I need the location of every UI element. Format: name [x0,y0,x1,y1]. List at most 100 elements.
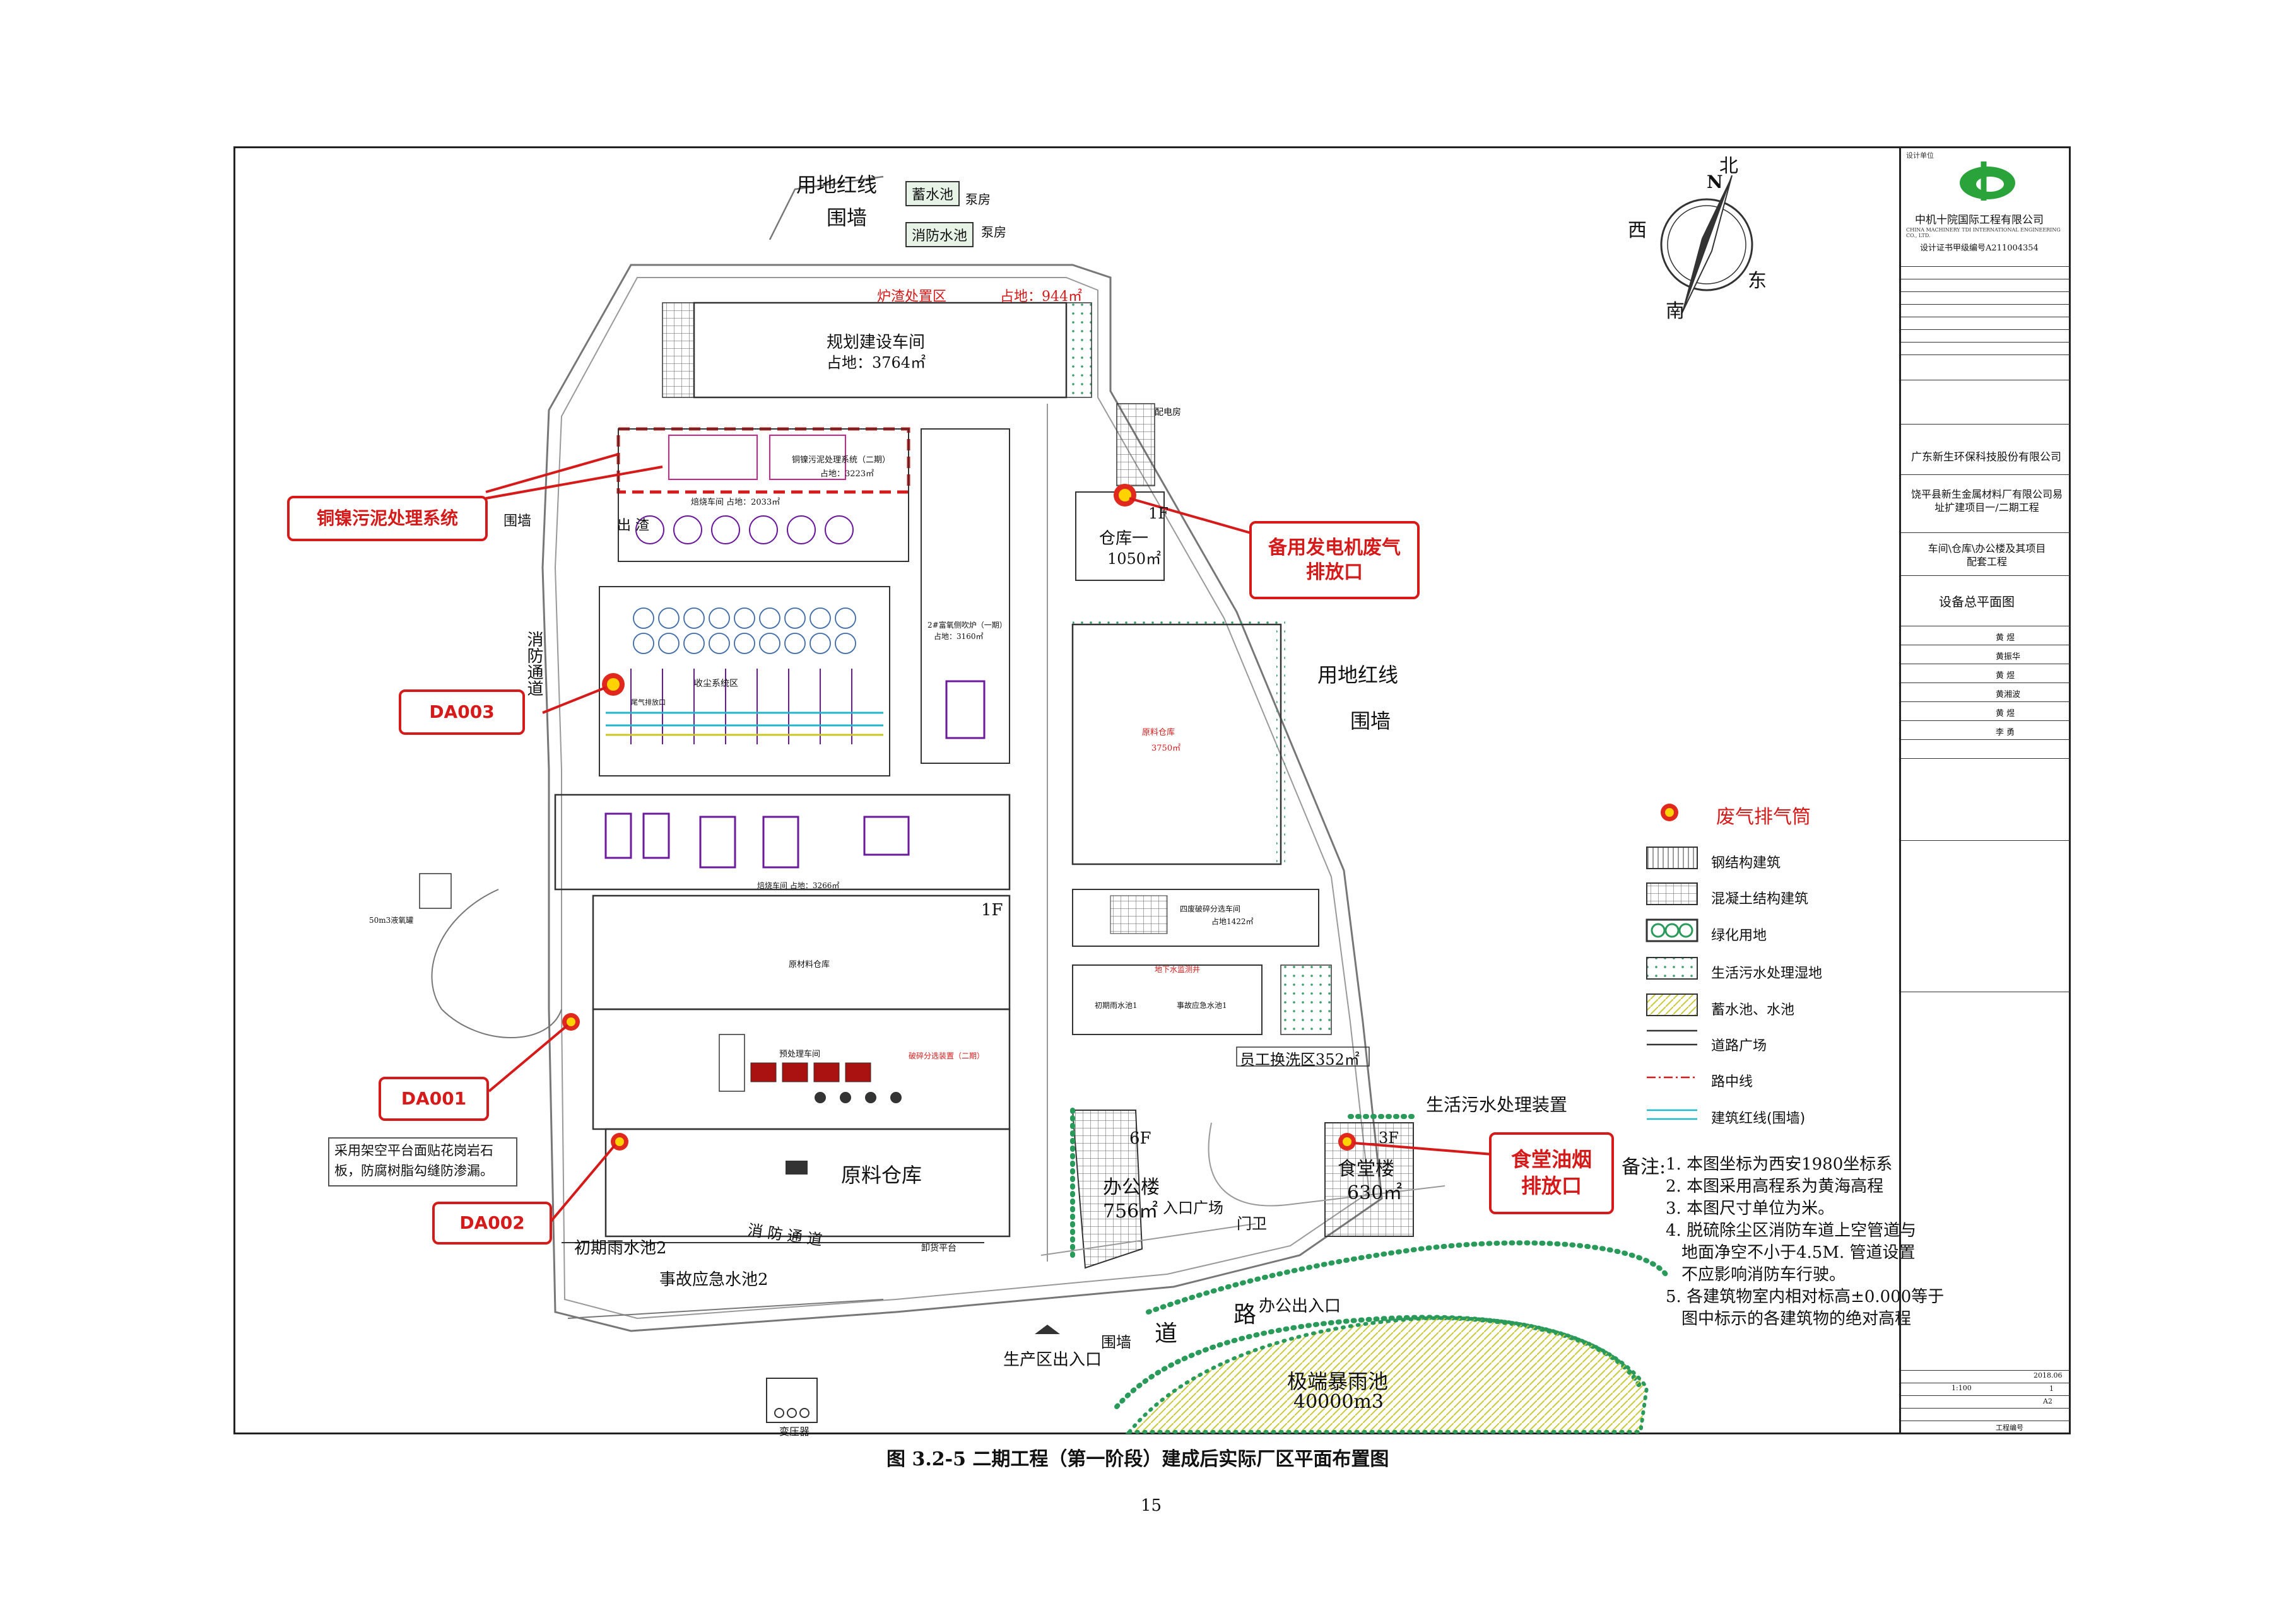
note-2: 2. 本图采用高程系为黄海高程 [1666,1177,1884,1196]
legend-steel: 钢结构建筑 [1711,855,1781,871]
compass-south: 南 [1666,300,1685,322]
sewage-device-label: 生活污水处理装置 [1426,1094,1568,1115]
recovery-area-label: 收尘系统区 [694,679,738,689]
wall-bottom-label: 围墙 [1101,1333,1131,1351]
legend-swatches [1645,804,1698,1120]
office-size: 756㎡ [1103,1200,1158,1222]
accident-pool2-label: 事故应急水池2 [659,1270,768,1289]
crush-shop-size: 占地1422㎡ [1211,917,1254,926]
callout-da003: DA003 [399,689,525,735]
design-unit-label: 设计单位 [1906,151,1934,160]
rain-pool1-label: 初期雨水池1 [1095,1001,1138,1010]
right-wall-label: 围墙 [1350,709,1391,733]
right-land-line-label: 用地红线 [1317,663,1399,687]
storm-pool-label: 极端暴雨池 [1287,1369,1389,1393]
sign-3: 黄 煜 [1996,671,2015,681]
outlet-label: 尾气排放口 [631,698,666,706]
callout-da002: DA002 [432,1202,552,1245]
raw-warehouse-right-label: 原料仓库 [1142,728,1175,737]
legend-road: 道路广场 [1711,1038,1767,1054]
cu-system-size: 占地：3223㎡ [820,469,874,479]
note-1: 1. 本图坐标为西安1980坐标系 [1666,1155,1893,1174]
sheet-size-value: A2 [2043,1397,2052,1405]
note-4b: 地面净空不小于4.5M. 管道设置 [1681,1243,1916,1262]
crush-shop-label: 四废破碎分选车间 [1180,905,1241,913]
callout-da001: DA001 [379,1077,489,1121]
staff-wash-label: 员工换洗区352㎡ [1240,1051,1360,1069]
drawing-name: 设备总平面图 [1939,594,2015,609]
unload-label: 卸货平台 [921,1243,957,1253]
stack-markers [562,484,1356,1151]
sign-1: 黄 煜 [1996,633,2015,643]
road-label: 道 [1155,1321,1178,1347]
out-slag-label: 出 渣 [617,518,649,534]
office-exit-label: 办公出入口 [1259,1297,1341,1316]
callout-canteen-smoke: 食堂油烟排放口 [1489,1132,1614,1214]
client-name: 广东新生环保科技股份有限公司 [1911,451,2061,464]
site-boundary [541,264,1383,1332]
legend-stack: 废气排气筒 [1716,806,1811,828]
distribution-label: 配电房 [1155,407,1181,418]
transformer-label: 变压器 [779,1426,810,1438]
slag-area-size: 占地：944㎡ [1000,289,1082,305]
title-block: 设计单位 中机十院国际工程有限公司 CHINA MACHINERY TDI IN… [1899,146,2071,1434]
storm-pool-size: 40000m3 [1293,1391,1384,1413]
raw-warehouse-right-size: 3750㎡ [1151,744,1181,753]
fire-road-left-label: 消防通道 [524,631,543,696]
subproject-name: 车间\仓库\办公楼及其项目配套工程 [1928,542,2046,568]
office-floor: 6F [1129,1129,1151,1148]
fire-pool-label: 消防水池 [905,222,974,247]
slag-area-label: 炉渣处置区 [877,289,947,305]
date-value: 2018.06 [2034,1371,2063,1380]
top-land-line-label: 用地红线 [796,173,878,197]
guard-label: 门卫 [1237,1215,1267,1233]
sign-2: 黄振华 [1996,652,2021,662]
office-label: 办公楼 [1103,1176,1160,1198]
compass-east: 东 [1748,270,1767,292]
crush-line-label: 破碎分选装置（二期） [909,1052,985,1060]
rain-pool2-label: 初期雨水池2 [574,1239,667,1258]
compass-west: 西 [1628,220,1647,242]
note-4a: 4. 脱硫除尘区消防车道上空管道与 [1666,1221,1917,1240]
compass-north: 北 [1719,155,1738,177]
project-name: 饶平县新生金属材料厂有限公司易址扩建项目一/二期工程 [1911,488,2063,513]
storage-pool-label: 蓄水池 [905,181,960,206]
warehouse1-size: 1050㎡ [1107,550,1162,568]
legend-green: 绿化用地 [1711,928,1767,944]
legend-concrete: 混凝土结构建筑 [1711,891,1809,907]
planned-workshop-label: 规划建设车间 [827,333,926,352]
canteen-label: 食堂楼 [1338,1158,1394,1180]
raw-warehouse-floor: 1F [981,901,1003,920]
production-exit-label: 生产区出入口 [1003,1351,1102,1369]
entrance-plaza-label: 入口广场 [1163,1199,1223,1217]
burn-shop-label: 焙烧车间 占地：2033㎡ [691,498,780,507]
planned-workshop-shape [693,302,1068,399]
sign-4: 黄湘波 [1996,690,2021,700]
legend-centerline: 路中线 [1711,1074,1753,1090]
planned-workshop-size: 占地：3764㎡ [827,354,926,372]
note-3: 3. 本图尺寸单位为米。 [1666,1199,1835,1218]
furnace-size: 占地：3160㎡ [934,632,984,641]
warehouse1-label: 仓库一 [1099,529,1149,548]
notes-title: 备注: [1622,1156,1666,1178]
callout-leaders [485,453,1493,1225]
page-number: 15 [1141,1496,1162,1515]
compass-graphic [1660,175,1753,315]
note-5b: 图中标示的各建筑物的绝对高程 [1681,1310,1912,1328]
wall-left-label: 围墙 [503,513,532,529]
furnace-label: 2#富氧侧吹炉（一期） [927,621,1007,630]
note-4c: 不应影响消防车行驶。 [1681,1265,1846,1284]
burn-shop2-label: 焙烧车间 占地：3266㎡ [757,881,840,890]
road-label-2: 路 [1233,1302,1257,1328]
scale-value: 1:100 [1952,1384,1972,1392]
company-name: 中机十院国际工程有限公司 [1915,214,2044,226]
design-cert: 设计证书甲级编号A211004354 [1920,243,2039,253]
figure-caption: 图 3.2-5 二期工程（第一阶段）建成后实际厂区平面布置图 [886,1448,1389,1470]
accident-pool1-label: 事故应急水池1 [1177,1001,1227,1010]
paving-note-box: 采用架空平台面贴花岗岩石板，防腐树脂勾缝防渗漏。 [328,1137,517,1186]
legend-redline: 建筑红线(围墙) [1711,1111,1806,1127]
underground-well-label: 地下水监测井 [1155,965,1201,974]
legend-pool: 蓄水池、水池 [1711,1002,1795,1018]
company-logo [1960,161,2015,201]
